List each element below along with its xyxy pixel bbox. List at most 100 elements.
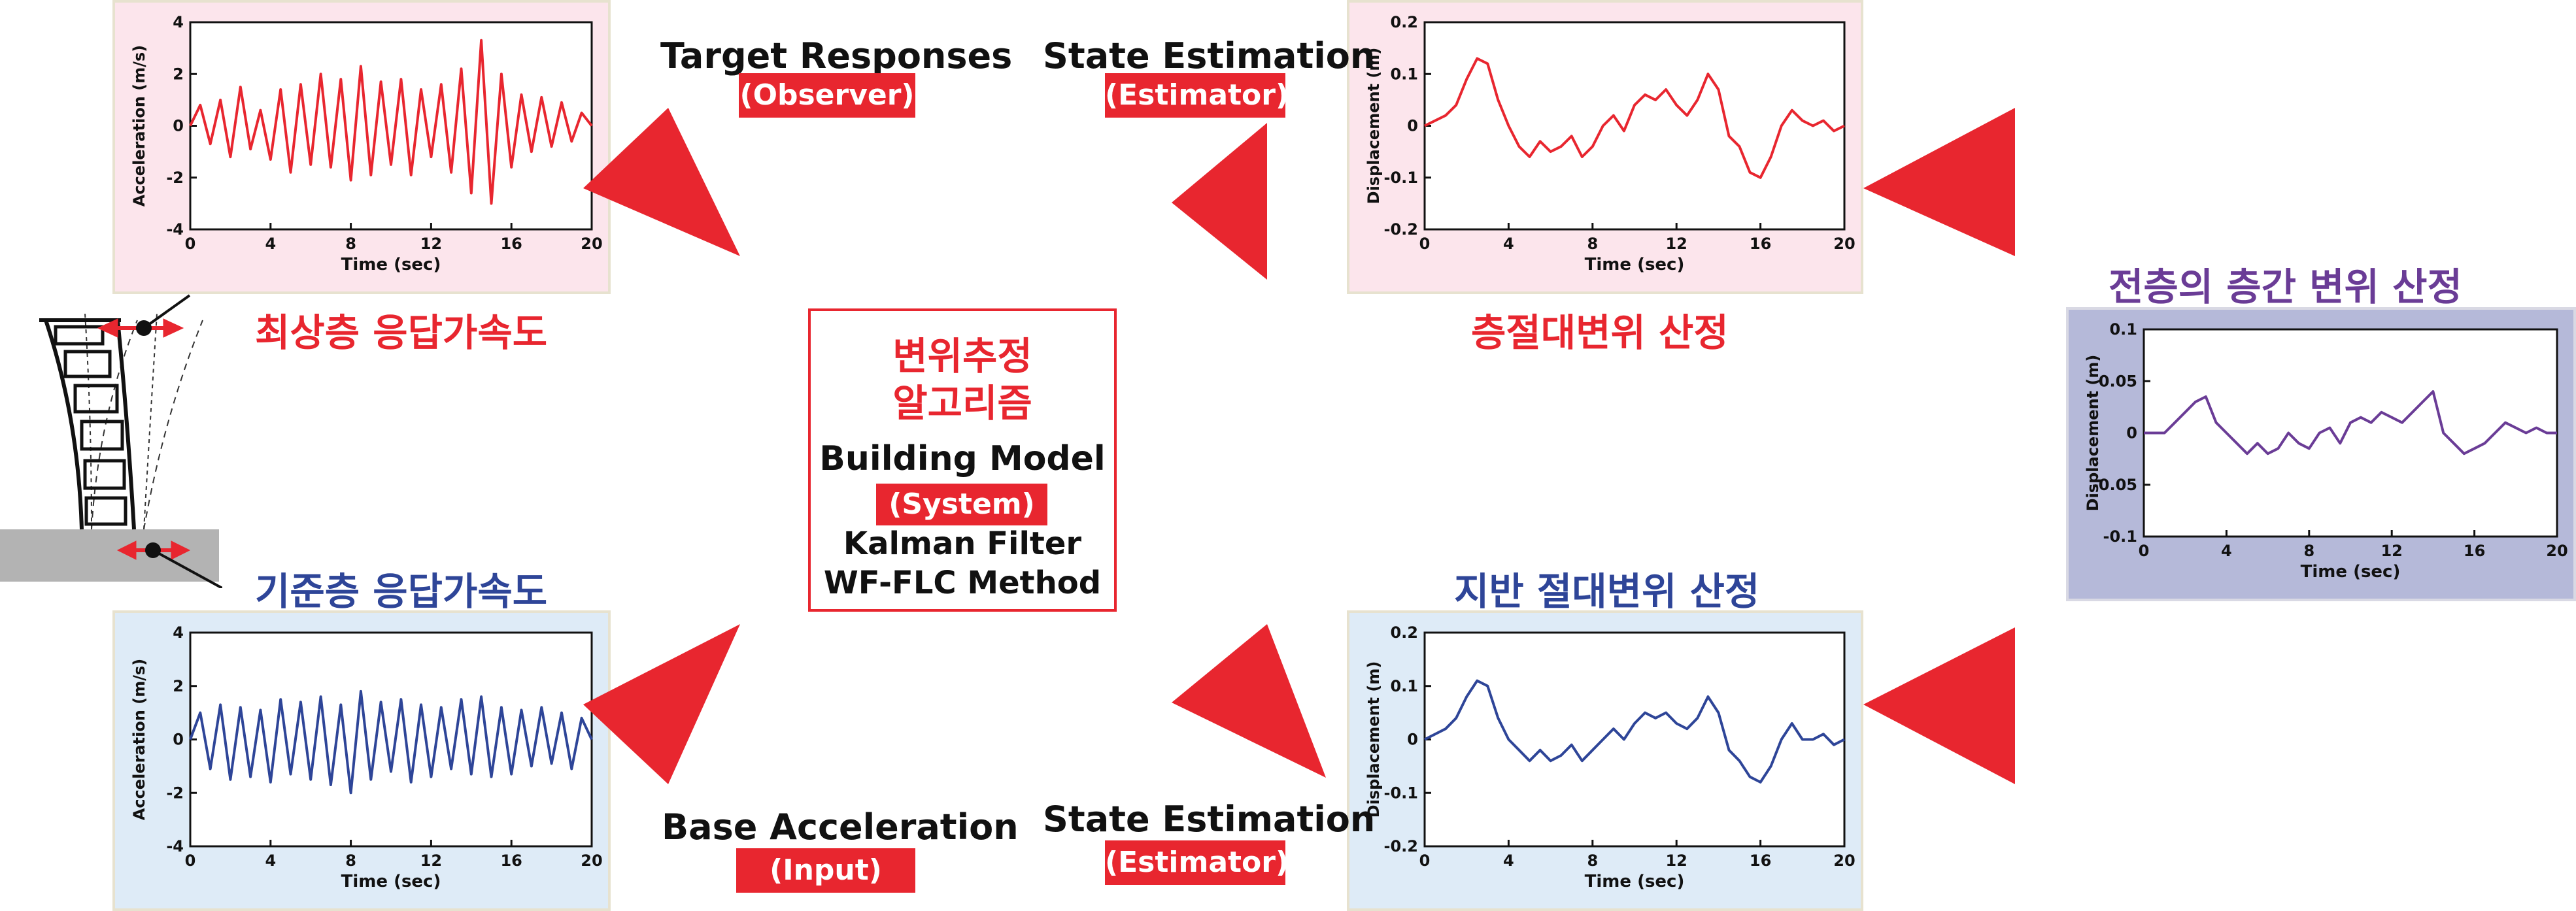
x-tick-label: 8	[2303, 542, 2314, 560]
y-tick-label: 0	[173, 731, 184, 749]
x-tick-label: 20	[581, 852, 602, 870]
algorithm-box: 변위추정 알고리즘 Building Model (System) Kalman…	[808, 308, 1117, 612]
tag-estimator-top: (Estimator)	[1105, 73, 1289, 118]
heading-right: 전층의 층간 변위 산정	[2109, 265, 2462, 309]
y-tick-label: -0.1	[1384, 784, 1418, 802]
y-tick-label: -4	[166, 220, 184, 239]
x-tick-label: 4	[265, 852, 276, 870]
y-tick-label: -2	[166, 169, 184, 187]
heading-top-left: 최상층 응답가속도	[255, 310, 548, 355]
x-tick-label: 0	[2139, 542, 2150, 560]
y-tick-label: 0.2	[1390, 623, 1418, 642]
y-axis-label: Displacement (m)	[2084, 355, 2102, 512]
x-tick-label: 0	[185, 852, 196, 870]
y-tick-label: -2	[166, 784, 184, 802]
x-tick-label: 12	[1665, 852, 1687, 870]
y-tick-label: 0.1	[1390, 677, 1418, 695]
x-tick-label: 8	[1587, 852, 1598, 870]
label-state-estimation-top: State Estimation	[1043, 35, 1376, 76]
x-tick-label: 20	[2546, 542, 2568, 560]
x-tick-label: 12	[420, 852, 442, 870]
arrow-to-top-left	[583, 108, 740, 256]
y-tick-label: 4	[173, 13, 184, 31]
x-axis-label: Time (sec)	[341, 255, 441, 274]
plot-area	[2143, 328, 2558, 538]
x-tick-label: 8	[1587, 235, 1598, 253]
x-tick-label: 12	[420, 235, 442, 253]
y-tick-label: -0.1	[1384, 169, 1418, 187]
center-system-tag: (System)	[876, 484, 1047, 525]
center-kalman: Kalman Filter	[843, 525, 1082, 562]
y-tick-label: 0.05	[2099, 372, 2137, 390]
center-korean-1: 변위추정	[892, 334, 1032, 378]
center-wfflc: WF-FLC Method	[823, 565, 1102, 601]
x-axis-label: Time (sec)	[2301, 562, 2401, 582]
y-tick-label: 2	[173, 65, 184, 83]
x-axis-label: Time (sec)	[1585, 872, 1685, 891]
arrow-to-bottom-left	[583, 624, 740, 784]
x-tick-label: 4	[2221, 542, 2232, 560]
y-tick-label: -0.05	[2092, 476, 2137, 494]
x-tick-label: 0	[1419, 235, 1431, 253]
x-tick-label: 4	[265, 235, 276, 253]
y-tick-label: 0.1	[2109, 320, 2137, 339]
x-tick-label: 4	[1503, 235, 1514, 253]
y-tick-label: 0	[173, 117, 184, 135]
heading-bottom-middle: 지반 절대변위 산정	[1454, 569, 1760, 614]
x-tick-label: 0	[185, 235, 196, 253]
series-line	[189, 689, 593, 795]
x-tick-label: 4	[1503, 852, 1514, 870]
y-tick-label: 0	[2126, 424, 2137, 442]
y-tick-label: 0	[1407, 731, 1418, 749]
x-tick-label: 12	[2381, 542, 2402, 560]
x-axis-label: Time (sec)	[1585, 255, 1685, 274]
heading-bottom-left: 기준층 응답가속도	[255, 569, 548, 614]
y-tick-label: 0.1	[1390, 65, 1418, 83]
building-sketch	[0, 294, 222, 588]
x-tick-label: 8	[345, 852, 356, 870]
x-tick-label: 20	[1833, 852, 1855, 870]
label-state-estimation-bottom: State Estimation	[1043, 799, 1376, 840]
x-tick-label: 20	[581, 235, 602, 253]
arrow-from-right-bottom	[1863, 627, 2015, 784]
x-tick-label: 12	[1665, 235, 1687, 253]
x-tick-label: 20	[1833, 235, 1855, 253]
x-axis-label: Time (sec)	[341, 872, 441, 891]
center-korean-2: 알고리즘	[892, 381, 1032, 425]
tag-input: (Input)	[736, 848, 915, 893]
label-base-acceleration: Base Acceleration	[662, 806, 1019, 848]
series-line	[189, 39, 593, 205]
tag-estimator-bottom: (Estimator)	[1105, 840, 1289, 885]
series-line	[2144, 390, 2557, 456]
arrow-bottom-mid	[1172, 624, 1326, 778]
y-axis-label: Acceleration (m/s)	[130, 45, 148, 207]
y-tick-label: 0.2	[1390, 13, 1418, 31]
y-tick-label: -4	[166, 837, 184, 855]
y-tick-label: 4	[173, 623, 184, 642]
y-tick-label: -0.1	[2103, 527, 2137, 546]
label-target-responses: Target Responses	[660, 35, 1013, 76]
series-line	[1424, 679, 1845, 784]
x-tick-label: 16	[1750, 852, 1771, 870]
x-tick-label: 0	[1419, 852, 1431, 870]
y-axis-label: Acceleration (m/s)	[130, 659, 148, 820]
y-tick-label: 0	[1407, 117, 1418, 135]
y-tick-label: 2	[173, 677, 184, 695]
y-axis-label: Displacement (m)	[1364, 661, 1383, 818]
series-line	[1424, 57, 1845, 179]
arrow-top-mid	[1172, 123, 1267, 280]
x-tick-label: 16	[500, 235, 522, 253]
y-tick-label: -0.2	[1384, 220, 1418, 239]
y-axis-label: Displacement (m)	[1364, 48, 1383, 205]
